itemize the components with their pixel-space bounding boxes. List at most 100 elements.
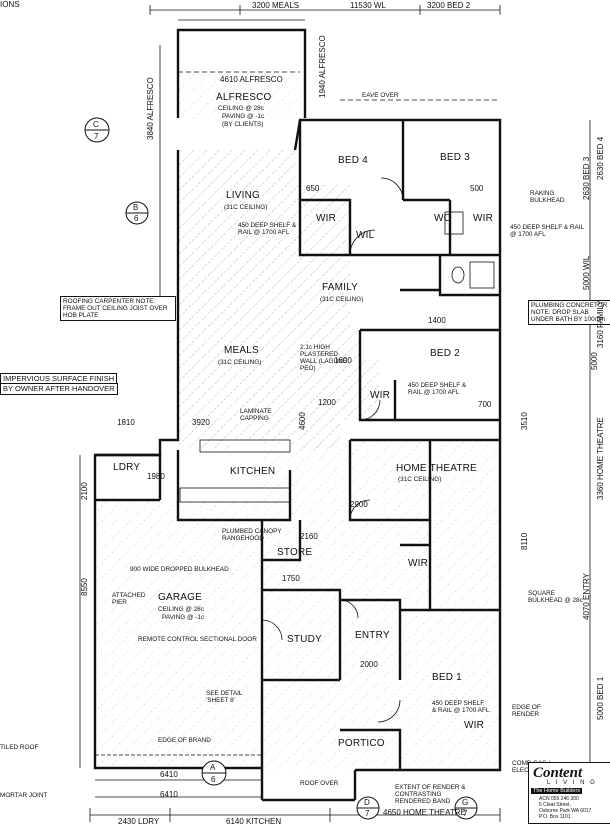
garage-door: REMOTE CONTROL SECTIONAL DOOR (138, 636, 257, 643)
dim-4600: 4600 (298, 412, 307, 430)
dim-3920: 3920 (192, 418, 210, 427)
room-home-theatre: HOME THEATRE (396, 463, 477, 474)
dim-bottom-home-theatre: 4650 HOME THEATRE (383, 808, 466, 817)
room-ldry: LDRY (113, 462, 141, 473)
alfresco-ceiling: CEILING @ 28c (218, 105, 264, 112)
room-meals: MEALS (224, 345, 259, 356)
note-edge-of-render: EDGE OF RENDER (512, 704, 541, 718)
dim-top-bed2: 3200 BED 2 (427, 1, 471, 10)
logo-addr-3: P.O. Box 1101 (539, 814, 571, 820)
note-raking-bulkhead: RAKING BULKHEAD (530, 190, 565, 204)
room-portico: PORTICO (338, 738, 385, 749)
room-study: STUDY (287, 634, 322, 645)
note-shelf-rail-4: 450 DEEP SHELF & RAIL @ 1700 AFL (432, 700, 490, 714)
section-c-num: 7 (94, 132, 99, 141)
home-theatre-ceiling: (31C CEILING) (398, 476, 442, 483)
logo-addr-1: 5 Cleat Street, (539, 802, 571, 808)
garage-ceiling: CEILING @ 28c (158, 606, 204, 613)
section-a-num: 6 (211, 775, 216, 784)
room-family: FAMILY (322, 282, 359, 293)
note-canopy: PLUMBED CANOPY RANGEHOOD (222, 528, 282, 542)
room-entry: ENTRY (355, 630, 390, 641)
dim-6410-b: 6410 (160, 790, 178, 799)
dim-6410-a: 6410 (160, 770, 178, 779)
hatched-living-zone (95, 72, 500, 770)
note-laminate: LAMINATE CAPPING (240, 408, 272, 422)
note-roofing: ROOFING CARPENTER NOTE: FRAME OUT CEILIN… (60, 296, 176, 321)
dim-500: 500 (470, 184, 484, 193)
logo-addr-2: Osborne Park WA 6017 (539, 808, 592, 814)
logo-acn: ACN 055 246 300 (539, 796, 579, 802)
room-bed4: BED 4 (338, 155, 368, 166)
dim-1810: 1810 (117, 418, 135, 427)
living-ceiling: (31C CEILING) (224, 204, 268, 211)
note-roof-over: ROOF OVER (300, 780, 339, 787)
note-attached-pier: ATTACHED PIER (112, 592, 146, 606)
builder-logo: Content L I V I N G The Home Builders AC… (528, 762, 610, 824)
section-g-num: 7 (463, 809, 468, 818)
note-shelf-rail-2: 450 DEEP SHELF & RAIL @ 1700 AFL (510, 224, 584, 238)
dim-right-home-theatre: 3360 HOME THEATRE (596, 417, 605, 500)
plan-walls (93, 28, 502, 802)
room-wir-2: WIR (473, 213, 494, 224)
section-b-label: B (133, 203, 139, 212)
note-plumbing: PLUMBING CONCRETOR NOTE: DROP SLAB UNDER… (528, 300, 610, 325)
dim-side-alfresco: 1940 ALFRESCO (318, 35, 327, 98)
section-d-label: D (364, 798, 370, 807)
dim-2160: 2160 (300, 532, 318, 541)
note-tiled-roof: TILED ROOF (0, 744, 39, 751)
garage-paving: PAVING @ -1c (162, 614, 205, 621)
logo-slogan: The Home Builders (531, 788, 583, 794)
note-plastered-wall: 2.1c HIGH PLASTERED WALL (LAGUNE PEO) (300, 344, 348, 372)
note-shelf-rail-1: 450 DEEP SHELF & RAIL @ 1700 AFL (238, 222, 297, 236)
dim-2000: 2000 (360, 660, 378, 669)
dim-8110: 8110 (520, 532, 529, 550)
plan-thin-lines (79, 5, 591, 822)
room-alfresco: ALFRESCO (216, 92, 272, 103)
dim-700: 700 (478, 400, 492, 409)
note-render-band: EXTENT OF RENDER & CONTRASTING RENDERED … (395, 784, 466, 805)
note-edge-of-brand: EDGE OF BRAND (158, 737, 211, 744)
dim-3510: 3510 (520, 412, 529, 430)
room-living: LIVING (226, 190, 260, 201)
dim-1750: 1750 (282, 574, 300, 583)
note-square-bulkhead: SQUARE BULKHEAD @ 28c (528, 590, 583, 604)
top-left-fragment: IONS (0, 0, 20, 9)
dim-5000: 5000 (590, 352, 599, 370)
section-g-label: G (462, 798, 469, 807)
room-store: STORE (277, 547, 313, 558)
dim-left-alfresco: 3840 ALFRESCO (146, 77, 155, 140)
note-see-detail: SEE DETAIL 'SHEET 8' (206, 690, 243, 704)
logo-tag: L I V I N G (547, 780, 597, 786)
note-dropped-bulkhead: 900 WIDE DROPPED BULKHEAD (130, 566, 229, 573)
meals-ceiling: (31C CEILING) (218, 359, 262, 366)
room-wc: WC (434, 213, 452, 224)
room-bed2: BED 2 (430, 348, 460, 359)
room-garage: GARAGE (158, 592, 202, 603)
dim-right-entry: 4070 ENTRY (582, 573, 591, 620)
section-a-label: A (210, 763, 216, 772)
dim-right-bed3: 2630 BED 3 (582, 156, 591, 200)
dim-top-alfresco: 4610 ALFRESCO (220, 75, 283, 84)
dim-right-bed4: 2630 BED 4 (596, 136, 605, 180)
room-wil: WIL (356, 230, 375, 241)
dim-bottom-ldry: 2430 LDRY (118, 817, 160, 826)
room-wir-5: WIR (464, 720, 485, 731)
note-impervious-2: BY OWNER AFTER HANDOVER (0, 383, 118, 395)
alfresco-by: (BY CLIENTS) (222, 121, 264, 128)
dim-top-meals: 3200 MEALS (252, 1, 300, 10)
logo-name: Content (533, 765, 583, 781)
room-wir-3: WIR (370, 390, 391, 401)
note-impervious-1: IMPERVIOUS SURFACE FINISH (0, 373, 118, 384)
section-d-num: 7 (365, 809, 370, 818)
room-wir-1: WIR (316, 213, 337, 224)
dim-1600: 1600 (334, 356, 352, 365)
dim-1980: 1980 (147, 472, 165, 481)
section-markers (84, 117, 478, 820)
note-shelf-rail-3: 450 DEEP SHELF & RAIL @ 1700 AFL (408, 382, 467, 396)
dim-2100: 2100 (80, 482, 89, 500)
note-pier-joint: MORTAR JOINT (0, 792, 48, 799)
dim-650: 650 (306, 184, 320, 193)
dim-1400: 1400 (428, 316, 446, 325)
room-bed1: BED 1 (432, 672, 462, 683)
